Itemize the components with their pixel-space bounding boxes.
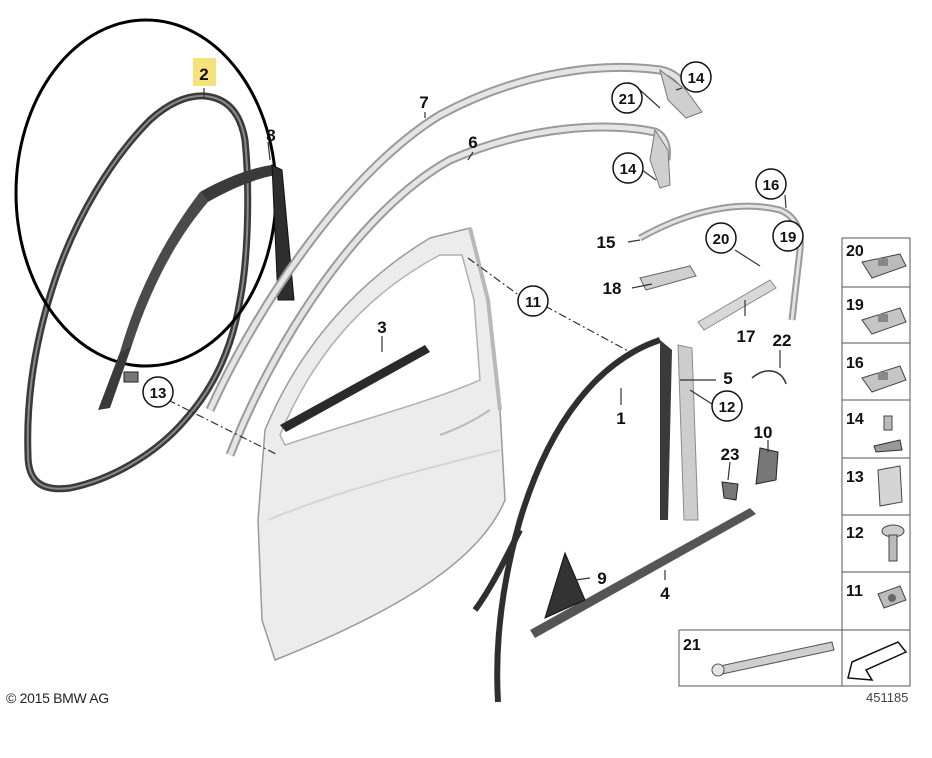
callout-22[interactable]: 22: [773, 331, 792, 350]
legend-item-11[interactable]: 11: [846, 583, 907, 609]
copyright-text: © 2015 BMW AG: [6, 690, 109, 706]
callout-2-highlight: [193, 58, 216, 86]
callout-11[interactable]: 11: [517, 285, 549, 317]
legend-item-13[interactable]: 13: [846, 465, 903, 507]
part-7-roof-strip[interactable]: [205, 62, 703, 412]
callout-23[interactable]: 23: [721, 445, 740, 464]
part-9-mirror-triangle[interactable]: [544, 551, 586, 619]
callout-21[interactable]: 21: [611, 82, 643, 114]
svg-text:11: 11: [525, 294, 541, 311]
part-23-bracket[interactable]: [721, 481, 739, 501]
svg-text:20: 20: [846, 243, 864, 260]
diagram-number: 451185: [866, 690, 909, 705]
part-22-clip-wire[interactable]: [751, 370, 787, 385]
callout-8[interactable]: 8: [266, 126, 275, 145]
callout-14-lower[interactable]: 14: [612, 152, 644, 184]
callout-17[interactable]: 17: [737, 327, 756, 346]
callout-12[interactable]: 12: [711, 390, 743, 422]
legend-item-20[interactable]: 20: [846, 243, 907, 279]
callout-14-upper[interactable]: 14: [680, 61, 712, 93]
part-1-door-seal[interactable]: [472, 337, 672, 703]
callout-13[interactable]: 13: [142, 376, 174, 408]
svg-text:16: 16: [763, 177, 780, 194]
svg-text:16: 16: [846, 355, 864, 372]
part-10-bracket[interactable]: [755, 447, 779, 485]
svg-text:21: 21: [683, 637, 701, 654]
svg-text:14: 14: [688, 70, 705, 87]
svg-text:19: 19: [780, 229, 797, 246]
part-2-door-seal[interactable]: [24, 92, 252, 493]
door-shell[interactable]: [257, 227, 506, 661]
svg-text:13: 13: [846, 469, 864, 486]
svg-text:21: 21: [619, 91, 636, 108]
callout-5[interactable]: 5: [723, 369, 732, 388]
svg-text:12: 12: [719, 399, 736, 416]
svg-text:20: 20: [713, 231, 730, 248]
legend-item-12[interactable]: 12: [846, 524, 905, 562]
callouts: 2 8 7 6 3 1 5 15 18 17 22 10 23 9 4: [193, 58, 791, 603]
part-5-pillar-trim[interactable]: [677, 344, 699, 521]
callout-9[interactable]: 9: [597, 569, 606, 588]
callout-1[interactable]: 1: [616, 409, 625, 428]
legend-panel: 20 19 16 14 13 12 11: [841, 237, 911, 631]
callout-7[interactable]: 7: [419, 93, 428, 112]
callout-6[interactable]: 6: [468, 133, 477, 152]
legend-item-16[interactable]: 16: [846, 355, 907, 393]
svg-text:14: 14: [620, 161, 637, 178]
part-18-clip[interactable]: [639, 265, 697, 291]
callout-16[interactable]: 16: [755, 168, 787, 200]
svg-text:14: 14: [846, 411, 864, 428]
callout-2[interactable]: 2: [199, 65, 208, 84]
part-6-roof-strip[interactable]: [225, 122, 671, 457]
legend-item-14[interactable]: 14: [846, 411, 903, 453]
svg-text:13: 13: [150, 385, 167, 402]
arrow-icon: [847, 641, 908, 681]
svg-text:12: 12: [846, 525, 864, 542]
callout-15[interactable]: 15: [597, 233, 616, 252]
svg-text:19: 19: [846, 297, 864, 314]
leader-lines: [167, 87, 797, 581]
part-4-sill-strip[interactable]: [530, 508, 756, 638]
svg-text:11: 11: [846, 583, 863, 600]
part-3-belt-seal[interactable]: [280, 345, 430, 432]
callout-10[interactable]: 10: [754, 423, 773, 442]
legend-item-21[interactable]: 21: [683, 637, 835, 677]
callout-18[interactable]: 18: [603, 279, 622, 298]
legend-item-19[interactable]: 19: [846, 297, 907, 335]
callout-3[interactable]: 3: [377, 318, 386, 337]
part-17-trim-strip[interactable]: [697, 279, 777, 331]
callout-20[interactable]: 20: [705, 222, 737, 254]
legend-panel-bottom: 21: [678, 629, 911, 687]
circled-callouts: 13 11 12 14 21 14 16 20: [142, 61, 804, 422]
highlight-circle: [14, 18, 278, 368]
callout-19[interactable]: 19: [772, 220, 804, 252]
callout-4[interactable]: 4: [660, 584, 670, 603]
